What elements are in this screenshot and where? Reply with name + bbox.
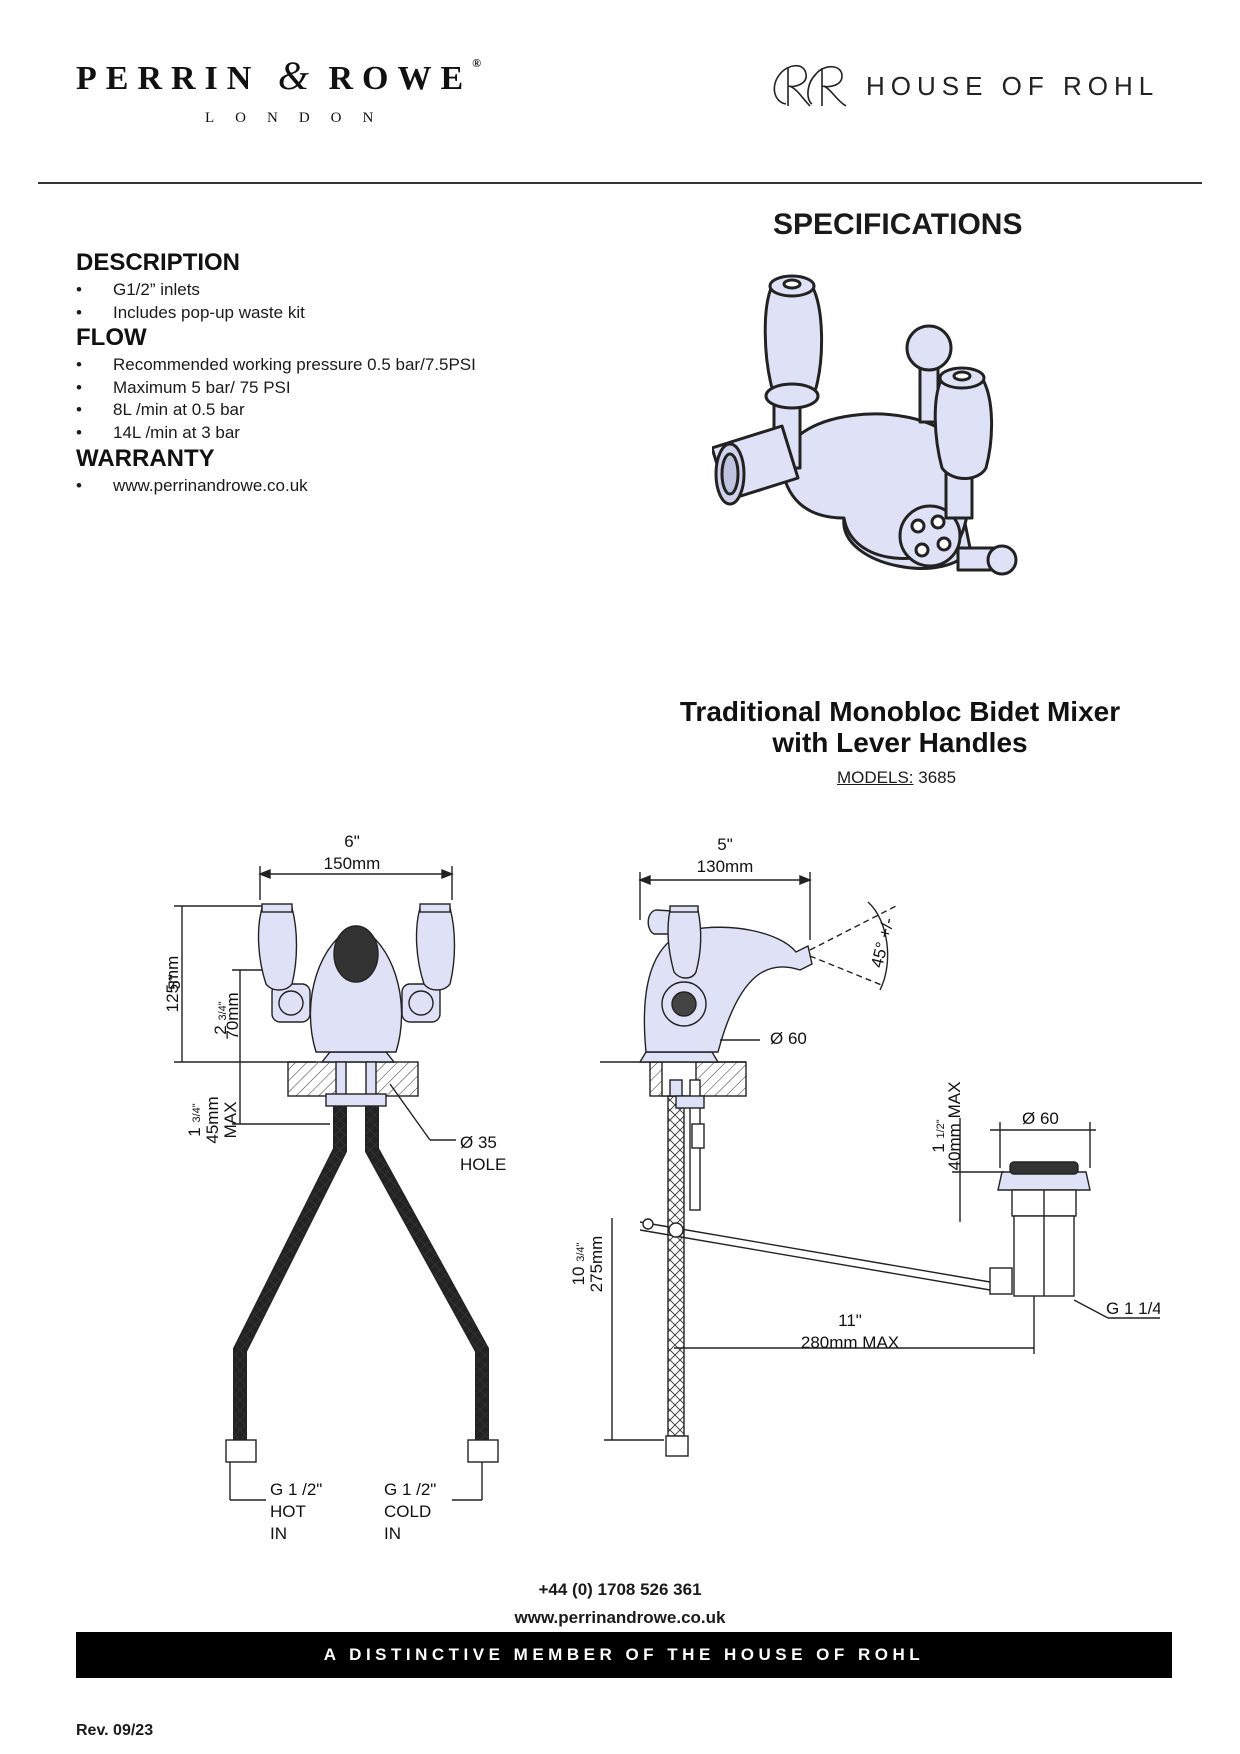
side-width-in: 5": [717, 835, 733, 854]
side-base-diameter: Ø 60: [770, 1029, 807, 1048]
waste-height-in-whole: 1: [929, 1143, 948, 1152]
front-spout-mm-label: 70mm: [223, 992, 242, 1039]
front-deck-in: 1 3/4": [185, 1103, 204, 1136]
list-item: www.perrinandrowe.co.uk: [76, 475, 308, 498]
front-spout-in-frac: 3/4": [217, 1001, 229, 1020]
registered-mark: ®: [472, 56, 482, 70]
hole-label: HOLE: [460, 1155, 506, 1174]
hose-length-in-whole: 10: [569, 1267, 588, 1286]
list-item: Includes pop-up waste kit: [76, 302, 305, 325]
bullet-list: Recommended working pressure 0.5 bar/7.5…: [76, 354, 476, 444]
product-title: Traditional Monobloc Bidet Mixer with Le…: [600, 696, 1200, 758]
models-line: MODELS: 3685: [837, 768, 956, 788]
models-value: 3685: [918, 768, 957, 787]
hose-length-in-frac: 3/4": [575, 1242, 587, 1261]
contact-website[interactable]: www.perrinandrowe.co.uk: [514, 1608, 726, 1627]
section-warranty: WARRANTY www.perrinandrowe.co.uk: [76, 445, 308, 498]
cold-inlet-label-in: IN: [384, 1524, 401, 1543]
list-item: Maximum 5 bar/ 75 PSI: [76, 377, 476, 400]
brand-word-perrin: PERRIN: [76, 60, 261, 97]
waste-height-mm-label: 40mm MAX: [945, 1082, 964, 1171]
hose-length-mm: 275mm: [587, 1236, 606, 1293]
list-item: Recommended working pressure 0.5 bar/7.5…: [76, 354, 476, 377]
front-deck-in-frac: 3/4": [191, 1103, 203, 1122]
waste-height-in-frac: 1/2": [935, 1119, 947, 1138]
hot-inlet-label-in: IN: [270, 1524, 287, 1543]
section-flow: FLOW Recommended working pressure 0.5 ba…: [76, 324, 476, 444]
front-deck-mm: 45mm: [203, 1096, 222, 1143]
product-title-line: with Lever Handles: [772, 727, 1028, 758]
waste-height-mm-text: 40mm MAX: [945, 1082, 964, 1171]
front-view-drawing: [174, 866, 499, 1501]
bullet-list: www.perrinandrowe.co.uk: [76, 475, 308, 498]
specifications-heading: SPECIFICATIONS: [773, 208, 1023, 241]
front-deck-in-whole: 1: [185, 1127, 204, 1136]
list-item: 8L /min at 0.5 bar: [76, 399, 476, 422]
footer-tagline-bar: A DISTINCTIVE MEMBER OF THE HOUSE OF ROH…: [76, 1632, 1172, 1678]
front-width-in: 6": [344, 832, 360, 851]
front-height-mm-label: 125mm: [163, 956, 182, 1013]
side-width-mm: 130mm: [697, 857, 754, 876]
bullet-list: G1/2” inlets Includes pop-up waste kit: [76, 279, 305, 324]
section-description: DESCRIPTION G1/2” inlets Includes pop-up…: [76, 249, 305, 324]
front-deck-max: MAX: [221, 1102, 240, 1139]
hose-length-in: 10 3/4": [569, 1242, 588, 1285]
technical-drawings: 6" 150mm 5" 125mm 125mm 2 3/4" 70mm 1 3/…: [163, 832, 1160, 1543]
hole-diameter: Ø 35: [460, 1133, 497, 1152]
models-label: MODELS:: [837, 768, 914, 787]
contact-phone: +44 (0) 1708 526 361: [538, 1580, 702, 1599]
brand-ampersand: &: [277, 53, 311, 98]
rod-length-mm: 280mm MAX: [801, 1333, 899, 1352]
partner-brand-name: HOUSE OF ROHL: [866, 71, 1160, 101]
cold-inlet-size: G 1 /2": [384, 1480, 436, 1499]
section-heading: DESCRIPTION: [76, 249, 241, 276]
front-width-mm: 150mm: [324, 854, 381, 873]
front-spout-in-whole: 2: [211, 1025, 230, 1034]
side-spout-angle: 45° +/-: [867, 916, 898, 970]
section-heading: WARRANTY: [76, 445, 215, 472]
bidet-mixer-illustration: [712, 274, 1018, 576]
header-divider: [38, 182, 1202, 184]
house-of-rohl-monogram-icon: [773, 64, 847, 107]
side-view-drawing: [600, 872, 1160, 1457]
section-heading: FLOW: [76, 324, 147, 351]
cold-inlet-label: COLD: [384, 1502, 431, 1521]
waste-thread-size: G 1 1/4": [1106, 1299, 1160, 1318]
revision-label: Rev. 09/23: [76, 1722, 154, 1739]
list-item: G1/2” inlets: [76, 279, 305, 302]
brand-city: LONDON: [205, 110, 395, 126]
front-height-mm-text: 125mm: [163, 956, 182, 1013]
front-height-in: 5": [165, 974, 184, 990]
rod-length-in: 11": [838, 1311, 862, 1330]
hot-inlet-size: G 1 /2": [270, 1480, 322, 1499]
waste-diameter: Ø 60: [1022, 1109, 1059, 1128]
product-title-line: Traditional Monobloc Bidet Mixer: [679, 696, 1121, 727]
waste-height-in: 1 1/2": [929, 1119, 948, 1152]
brand-word-rowe: ROWE: [328, 60, 473, 97]
hot-inlet-label: HOT: [270, 1502, 306, 1521]
list-item: 14L /min at 3 bar: [76, 422, 476, 445]
front-spout-in: 2 3/4": [211, 1001, 230, 1034]
brand-logo-perrin-rowe: PERRIN & ROWE®: [76, 52, 481, 99]
